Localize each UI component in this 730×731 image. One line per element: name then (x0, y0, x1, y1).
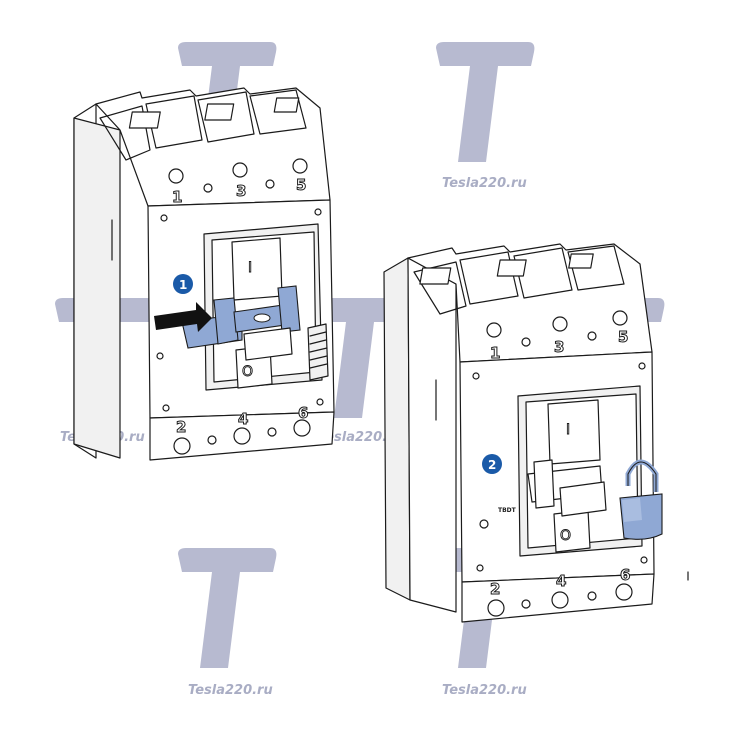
terminal-label-top: 1 (172, 188, 182, 206)
padlock-icon (619, 459, 663, 540)
terminal-label-bottom: 6 (620, 566, 630, 584)
watermark-text: Tesla220.ru (442, 176, 527, 191)
breaker-left: 1 3 5 I O (73, 87, 335, 461)
breaker-handle (547, 399, 601, 465)
handle-off-label: O (560, 528, 571, 544)
terminal-label-bottom: 2 (176, 418, 186, 436)
breaker-side-panel (383, 257, 411, 601)
watermark-text: Tesla220.ru (318, 430, 403, 445)
handle-on-label: I (566, 422, 570, 438)
terminal-label-top: 3 (554, 338, 564, 356)
brand-label: TBDT (498, 507, 517, 514)
terminal-label-top: 3 (236, 182, 246, 200)
watermark-text: Tesla220.ru (442, 683, 527, 698)
terminal-label-bottom: 4 (238, 410, 248, 428)
breaker-handle (231, 237, 283, 301)
terminal-label-top: 5 (296, 176, 306, 194)
terminal-label-bottom: 6 (298, 404, 308, 422)
watermark-t-icon (312, 298, 411, 418)
watermark-t-icon (436, 42, 535, 162)
watermark-t-icon (178, 548, 277, 668)
step-badge-2 (482, 454, 502, 474)
breaker-right: 1 3 5 TBDT I O 2 2 (383, 243, 689, 623)
lock-device (527, 459, 607, 517)
handle-off-label: O (242, 364, 253, 380)
handle-on-label: I (248, 260, 252, 276)
terminal-label-bottom: 2 (490, 580, 500, 598)
step-number: 1 (179, 278, 187, 292)
step-number: 2 (488, 458, 496, 472)
watermark-text: Tesla220.ru (188, 683, 273, 698)
breaker-left-face (73, 117, 121, 459)
terminal-label-bottom: 4 (556, 572, 566, 590)
terminal-label-top: 5 (618, 328, 628, 346)
rib-grip (307, 323, 329, 381)
lock-device (181, 285, 301, 361)
terminal-label-top: 1 (490, 344, 500, 362)
insert-arrow-icon (154, 302, 212, 332)
step-badge-1 (173, 274, 193, 294)
